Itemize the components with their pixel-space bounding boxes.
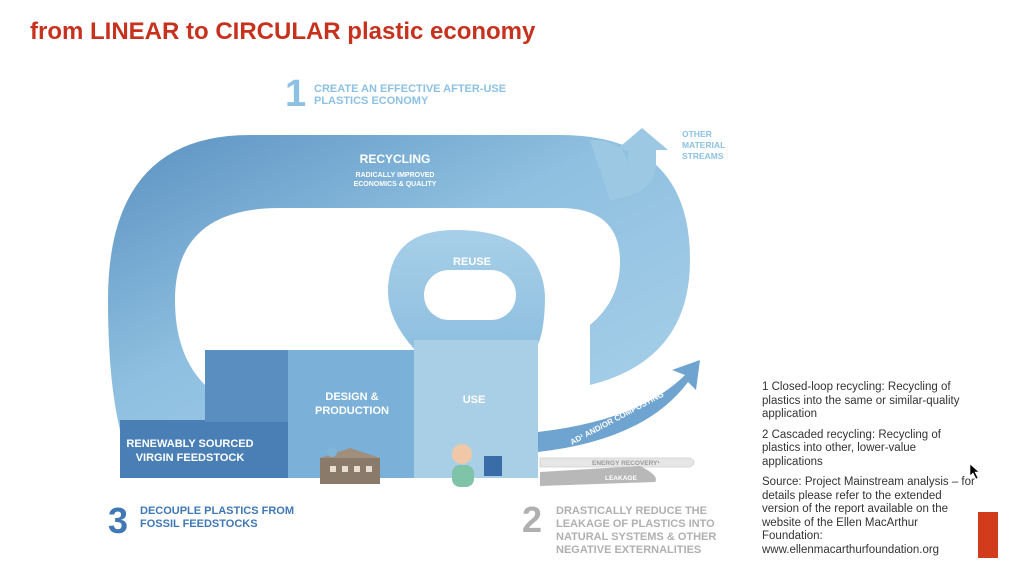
- step3-text-line2: FOSSIL FEEDSTOCKS: [140, 518, 258, 530]
- feedstock-label-line2: VIRGIN FEEDSTOCK: [136, 452, 245, 464]
- use-label: USE: [463, 394, 486, 406]
- step3-text-line1: DECOUPLE PLASTICS FROM: [140, 505, 294, 517]
- design-label-line2: PRODUCTION: [315, 405, 389, 417]
- design-label-line1: DESIGN &: [325, 391, 378, 403]
- other-streams-line1: OTHER: [682, 129, 712, 139]
- other-streams-arrow: [590, 128, 668, 200]
- step1-text-line1: CREATE AN EFFECTIVE AFTER-USE: [314, 83, 506, 95]
- step2-text-line1: DRASTICALLY REDUCE THE: [556, 505, 707, 517]
- recycling-sub-line2: ECONOMICS & QUALITY: [354, 181, 437, 188]
- ad-composting-arrow: [538, 360, 700, 452]
- step2-text-line4: NEGATIVE EXTERNALITIES: [556, 544, 701, 556]
- feedstock-block: [120, 420, 288, 478]
- step2-text-line3: NATURAL SYSTEMS & OTHER: [556, 531, 716, 543]
- recycling-sub-line1: RADICALLY IMPROVED: [356, 172, 435, 179]
- source-note: Source: Project Mainstream analysis – fo…: [762, 476, 975, 556]
- leakage-band: [540, 466, 656, 486]
- accent-bar: [978, 512, 998, 558]
- page-title: from LINEAR to CIRCULAR plastic economy: [30, 18, 536, 45]
- mouse-cursor-icon: [969, 463, 980, 480]
- other-streams-line3: STREAMS: [682, 151, 724, 161]
- other-streams-line2: MATERIAL: [682, 140, 725, 150]
- footnote-closed-loop: 1 Closed-loop recycling: Recycling of pl…: [762, 381, 960, 420]
- factory-icon: [320, 447, 380, 484]
- recycling-label: RECYCLING: [360, 152, 431, 166]
- recycling-loop: [108, 135, 690, 430]
- step2-text-line2: LEAKAGE OF PLASTICS INTO: [556, 518, 715, 530]
- step1-number: 1: [285, 73, 306, 115]
- feedstock-riser: [205, 350, 288, 422]
- reuse-label: REUSE: [453, 256, 491, 268]
- feedstock-label-line1: RENEWABLY SOURCED: [126, 438, 253, 450]
- leakage-label: LEAKAGE: [605, 475, 637, 482]
- step1-text-line2: PLASTICS ECONOMY: [314, 95, 429, 107]
- step3-number: 3: [108, 500, 128, 541]
- energy-recovery-label: ENERGY RECOVERY¹: [592, 460, 660, 467]
- step2-number: 2: [522, 499, 542, 540]
- ad-composting-label: AD¹ AND/OR COMPOSTING: [569, 390, 666, 447]
- footnotes-panel: 1 Closed-loop recycling: Recycling of pl…: [762, 381, 977, 564]
- footnote-cascaded: 2 Cascaded recycling: Recycling of plast…: [762, 428, 941, 468]
- reuse-loop-hole: [424, 270, 516, 320]
- person-icon: [452, 444, 502, 487]
- energy-recovery-band: [539, 457, 695, 468]
- use-block: [414, 340, 538, 478]
